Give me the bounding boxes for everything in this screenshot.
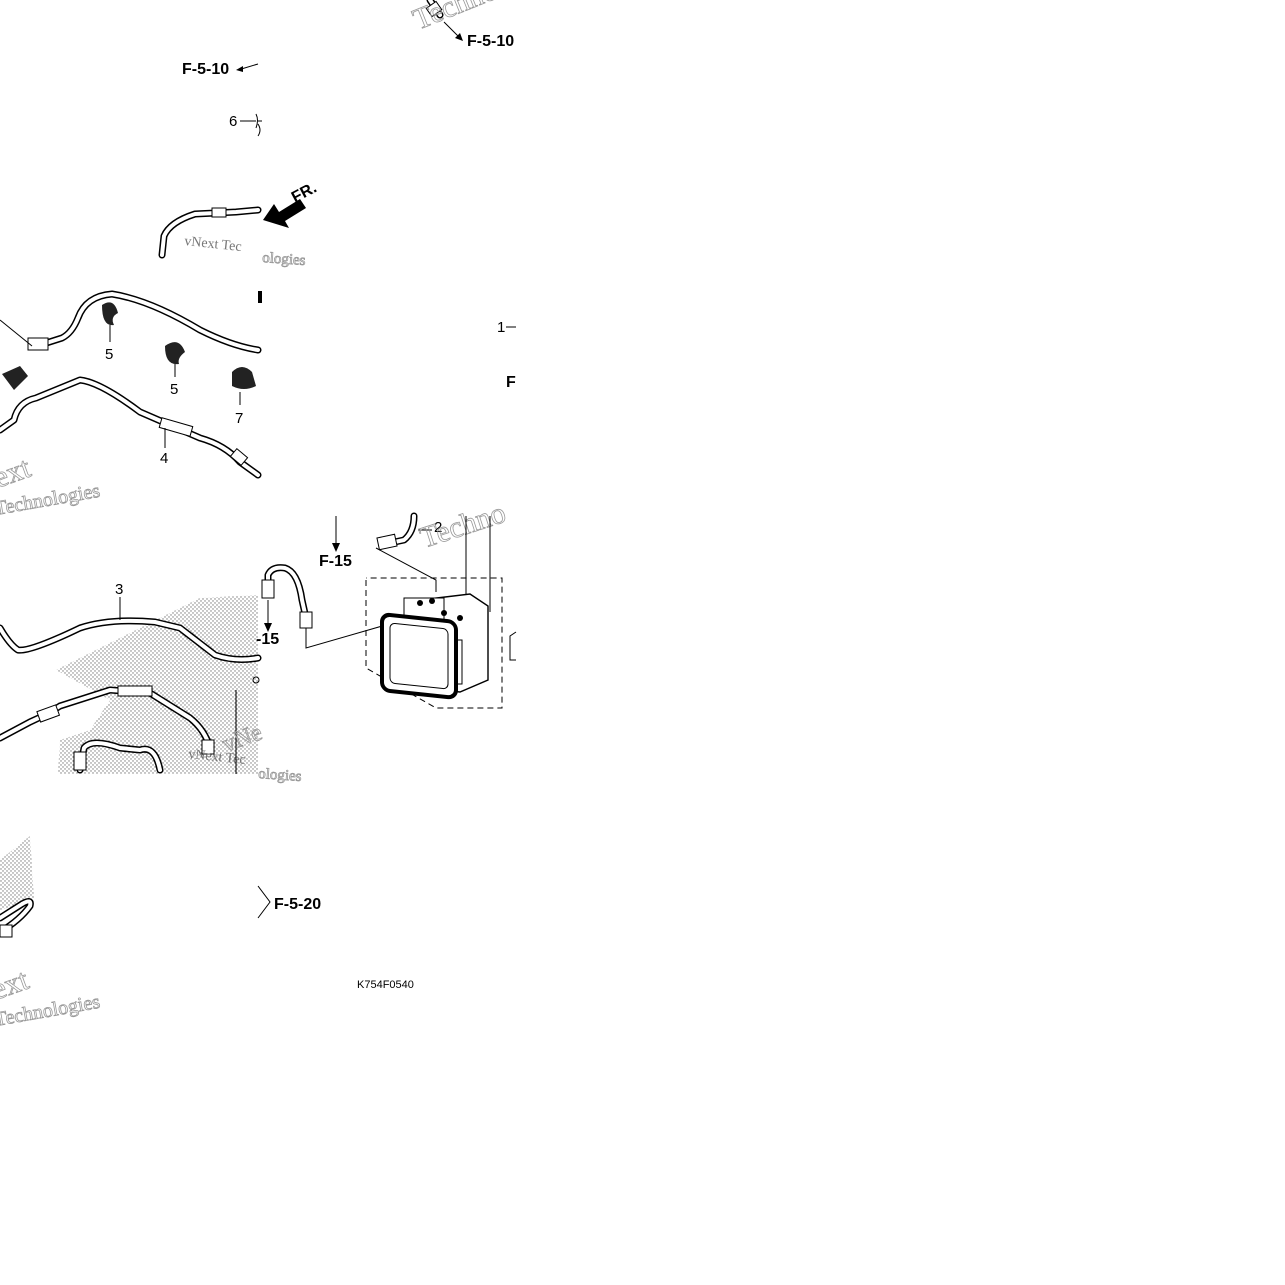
tile-bottom-center: F-5-20 K754F0540 (257, 885, 414, 991)
bracket-stub (258, 291, 262, 303)
pipe-sleeve (158, 417, 194, 437)
tile-lower-center: F-15 2 Techno -15 olo (219, 496, 517, 785)
watermark-next-lower: vNext Tec (188, 747, 247, 768)
watermark-next: vNext Tec (184, 234, 243, 255)
arrowhead-icon (455, 33, 463, 41)
callout-5b: 5 (170, 381, 178, 398)
ref-f5-10-top: F-5-10 (467, 33, 514, 50)
front-label: FR. (289, 179, 320, 206)
pipe-fitting (425, 0, 443, 18)
pipe-fitting (73, 751, 87, 771)
tile-middle-left: 5 5 7 4 ext Technologies (0, 290, 262, 520)
pipe-sleeve (117, 685, 153, 697)
ref-f15-center: F-15 (319, 553, 352, 570)
pipe-fitting (299, 611, 313, 629)
callout-5a: 5 (105, 346, 113, 363)
drawing-code: K754F0540 (357, 979, 414, 991)
front-arrow-icon (263, 199, 306, 228)
leader-line (305, 617, 411, 649)
pipe-sleeve (211, 207, 227, 218)
clip-7-icon (232, 367, 256, 389)
pipe-sleeve (36, 704, 61, 723)
tile-lower-left: 3 vNext Tec (0, 581, 262, 774)
ref-f-right: F (506, 374, 516, 391)
watermark-ext-bottom: ext (0, 963, 33, 1007)
pipe-fitting (261, 579, 275, 599)
pipe-fitting (376, 533, 398, 551)
clip-5b-icon (165, 342, 185, 365)
ref-f15-left: -15 (256, 631, 279, 648)
pipe-middle-lower (0, 376, 262, 479)
pipe-fitting (0, 924, 13, 938)
callout-1: 1 (497, 319, 505, 336)
assembly-boundary (365, 577, 503, 709)
ref-f5-20: F-5-20 (274, 896, 321, 913)
bracket-right (509, 631, 517, 661)
arrowhead-icon (236, 66, 243, 72)
watermark-tech-lower: Techno (416, 496, 510, 555)
chevron-right-icon (257, 885, 271, 919)
watermark-tech: Techno (408, 0, 502, 36)
tile-middle-center: 1 F (258, 291, 516, 391)
watermark-ologies: ologies (262, 250, 307, 269)
callout-4: 4 (160, 450, 168, 467)
pipe-sleeve (229, 447, 249, 467)
tile-top-left: F-5-10 6 vNext Tec (158, 61, 262, 259)
clip-5a-icon (102, 302, 118, 326)
watermark-ologies-lower: ologies (258, 766, 303, 785)
ref-f5-10-left: F-5-10 (182, 61, 229, 78)
watermark-ext: ext (0, 451, 35, 495)
leader-f5-10-top (443, 21, 461, 39)
callout-7: 7 (235, 410, 243, 427)
leader-line (375, 547, 437, 592)
shaded-area (56, 595, 258, 774)
tile-top-center: F-5-10 Techno FR. ologies (257, 0, 514, 269)
callout-3: 3 (115, 581, 123, 598)
callout-2: 2 (434, 519, 442, 536)
abs-modulator-icon (380, 593, 489, 700)
clip-6-icon (257, 123, 261, 137)
tile-bottom-left: ext Technologies (0, 836, 102, 1031)
arrowhead-icon (264, 623, 272, 632)
clip-6-icon (255, 113, 258, 129)
shaded-area (0, 836, 34, 910)
clip-left-icon (2, 366, 28, 390)
pipe-fitting (201, 739, 215, 755)
pipe-fitting (27, 337, 49, 351)
bolt-icon (252, 676, 260, 684)
arrowhead-icon (332, 543, 340, 552)
callout-6: 6 (229, 113, 237, 130)
